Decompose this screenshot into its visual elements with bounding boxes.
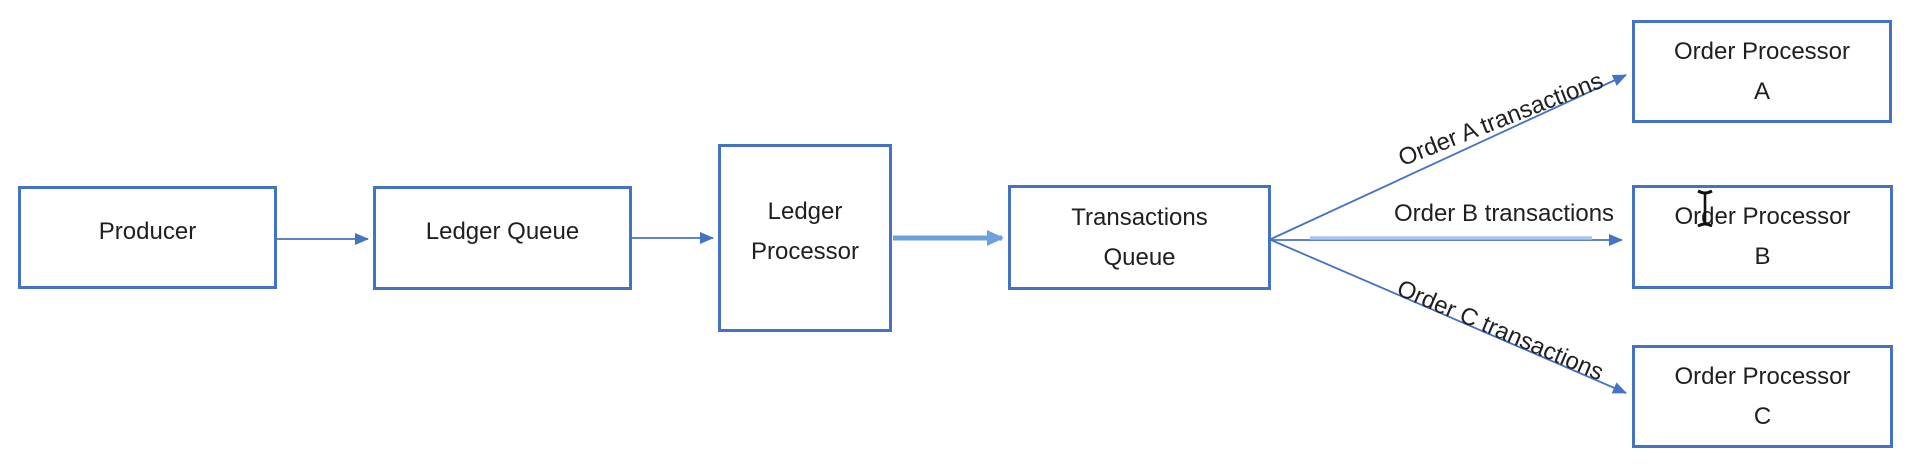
node-order-processor-a-label-line1: Order Processor bbox=[1673, 37, 1851, 65]
edge-label-order-b-transactions[interactable]: Order B transactions bbox=[1393, 200, 1615, 227]
node-order-processor-b-label-line2: B bbox=[1754, 243, 1771, 270]
node-ledger-processor-label-line1: Ledger bbox=[767, 198, 843, 225]
node-transactions-queue-label-line1: Transactions bbox=[1071, 203, 1208, 231]
node-ledger-processor[interactable]: Ledger Processor bbox=[718, 144, 892, 332]
node-producer[interactable]: Producer bbox=[18, 186, 277, 289]
node-order-processor-c-label-line1: Order Processor bbox=[1674, 362, 1851, 390]
node-transactions-queue-label-line2: Queue bbox=[1103, 243, 1176, 271]
arrow-transactions-queue-to-order-processor-c[interactable] bbox=[1270, 239, 1627, 394]
node-transactions-queue[interactable]: Transactions Queue bbox=[1008, 185, 1271, 290]
node-ledger-queue[interactable]: Ledger Queue bbox=[373, 186, 632, 290]
node-producer-label: Producer bbox=[98, 217, 197, 245]
arrow-transactions-queue-to-order-processor-a[interactable] bbox=[1270, 74, 1627, 240]
node-order-processor-c[interactable]: Order Processor C bbox=[1632, 345, 1893, 448]
node-ledger-processor-label-line2: Processor bbox=[750, 238, 860, 265]
node-ledger-queue-label: Ledger Queue bbox=[425, 218, 580, 245]
node-order-processor-b-label-line1: Order Processor bbox=[1674, 203, 1851, 230]
node-order-processor-a[interactable]: Order Processor A bbox=[1632, 20, 1892, 123]
node-order-processor-a-label-line2: A bbox=[1753, 77, 1770, 105]
node-order-processor-c-label-line2: C bbox=[1753, 402, 1772, 430]
node-order-processor-b[interactable]: Order Processor B bbox=[1632, 185, 1893, 289]
